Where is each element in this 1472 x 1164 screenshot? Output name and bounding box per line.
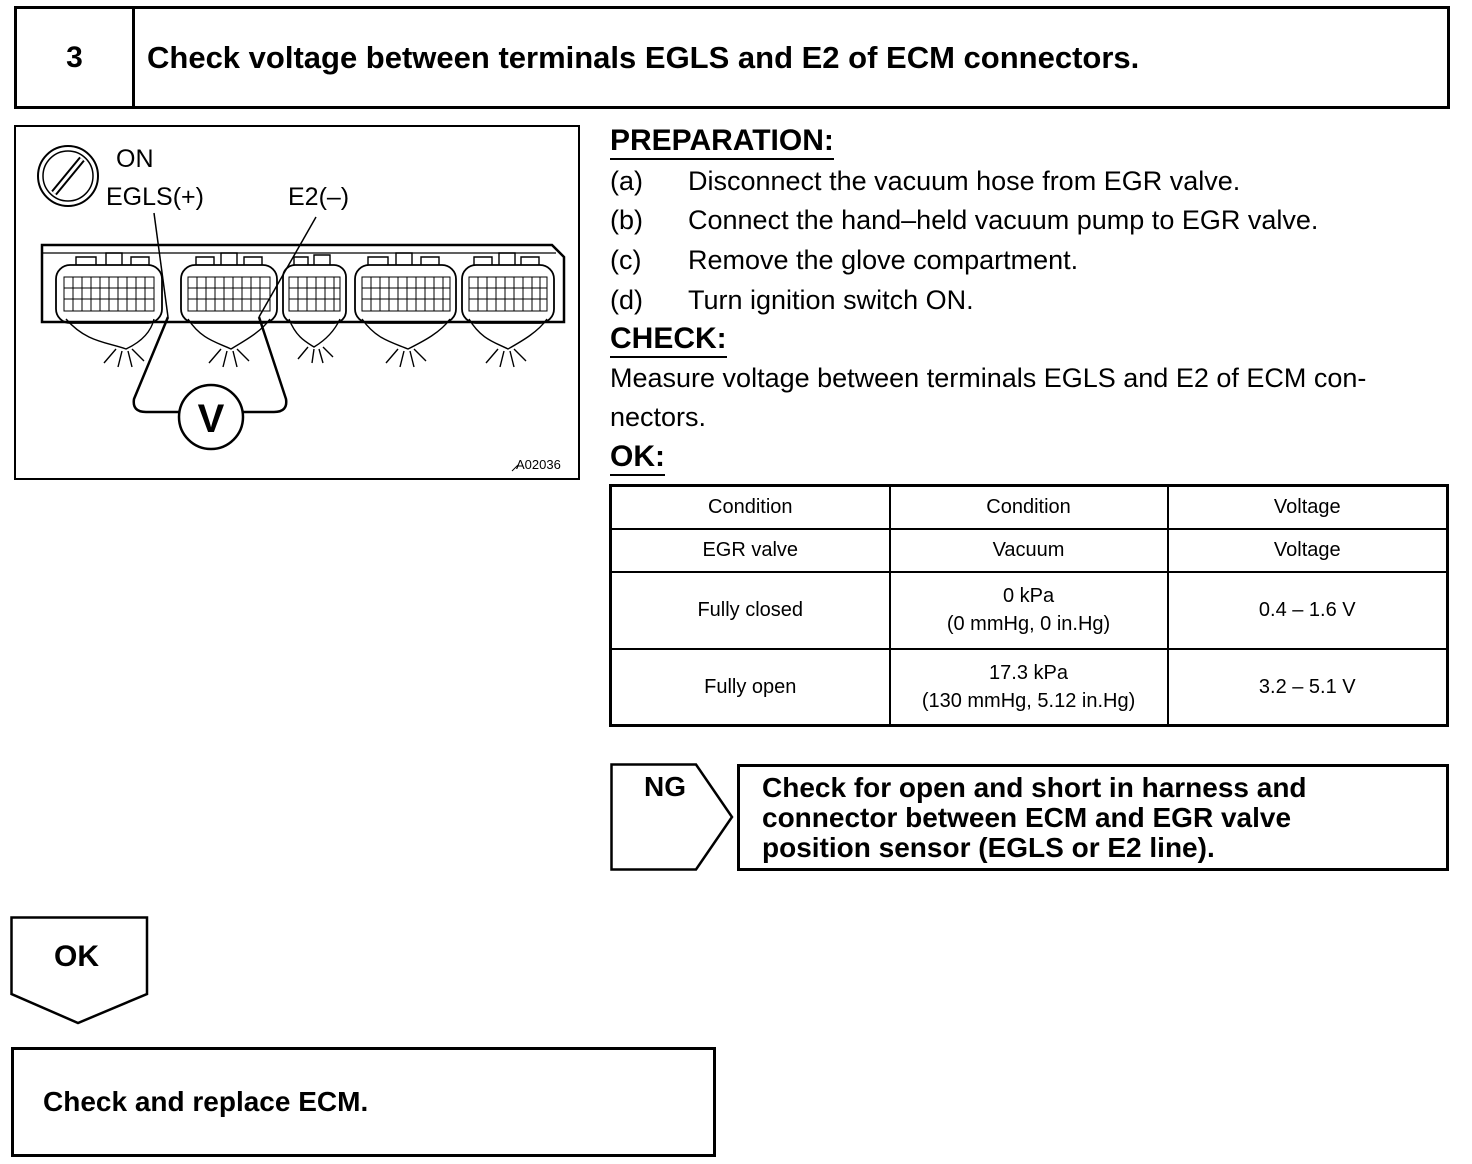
step-header: 3 Check voltage between terminals EGLS a… [14, 6, 1450, 109]
vacuum-mmhg: (130 mmHg, 5.12 in.Hg) [921, 689, 1136, 712]
ignition-key-icon [37, 145, 99, 207]
table-header-row: EGR valve Vacuum Voltage [609, 527, 1449, 573]
step-letter: (a) [610, 166, 643, 196]
ignition-state-label: ON [116, 145, 154, 173]
table-header-row: Condition Condition Voltage [609, 484, 1449, 530]
voltmeter-symbol: V [198, 397, 225, 441]
check-text-line1: Measure voltage between terminals EGLS a… [610, 363, 1367, 393]
table-header-cell: Voltage [1166, 527, 1449, 573]
step-text: Turn ignition switch ON. [688, 285, 974, 315]
figure-code: A02036 [516, 457, 561, 472]
vacuum-mmhg: (0 mmHg, 0 in.Hg) [946, 613, 1111, 635]
table-header-cell: EGR valve [609, 527, 891, 573]
ok-branch-arrow: OK [10, 916, 150, 1026]
table-cell-voltage: 3.2 – 5.1 V [1166, 647, 1449, 727]
step-text: Remove the glove compartment. [688, 245, 1079, 275]
step-letter: (b) [610, 205, 643, 235]
table-cell-valve: Fully closed [609, 570, 891, 650]
ng-result-line: connector between ECM and EGR valve [762, 802, 1292, 833]
negative-terminal-label: E2(–) [288, 183, 350, 211]
ng-result-box: Check for open and short in harness and … [737, 764, 1449, 871]
step-number: 3 [17, 9, 135, 106]
vacuum-kpa: 17.3 kPa [989, 661, 1068, 684]
ecm-connector-illustration: V [37, 145, 566, 472]
vacuum-kpa: 0 kPa [1002, 585, 1055, 607]
check-text-line2: nectors. [610, 402, 707, 432]
table-header-cell: Condition [888, 484, 1169, 530]
table-header-cell: Condition [609, 484, 891, 530]
ok-arrow-shape [10, 916, 149, 1025]
ok-spec-heading: OK: [610, 440, 665, 476]
ok-label: OK [54, 940, 99, 973]
ng-branch-arrow: NG [610, 763, 735, 871]
step-letter: (d) [610, 285, 643, 315]
step-letter: (c) [610, 245, 642, 275]
step-text: Connect the hand–held vacuum pump to EGR… [688, 205, 1319, 235]
check-heading: CHECK: [610, 322, 727, 358]
table-header-cell: Vacuum [888, 527, 1169, 573]
table-header-cell: Voltage [1166, 484, 1449, 530]
step-text: Disconnect the vacuum hose from EGR valv… [688, 166, 1241, 196]
ng-result-line: Check for open and short in harness and [762, 772, 1307, 803]
ng-arrow-shape [610, 763, 734, 871]
table-cell-vacuum: 0 kPa (0 mmHg, 0 in.Hg) [888, 570, 1169, 650]
table-cell-valve: Fully open [609, 647, 891, 727]
positive-terminal-label: EGLS(+) [106, 183, 204, 211]
table-row: Fully open 17.3 kPa (130 mmHg, 5.12 in.H… [609, 647, 1449, 727]
voltmeter-icon [177, 383, 245, 451]
ok-spec-table: Condition Condition Voltage EGR valve Va… [609, 484, 1449, 727]
table-cell-vacuum: 17.3 kPa (130 mmHg, 5.12 in.Hg) [888, 647, 1169, 727]
ecm-connector-diagram: V ON EGLS(+) E2(–) A02036 [14, 125, 580, 480]
ng-result-line: position sensor (EGLS or E2 line). [762, 832, 1215, 863]
table-row: Fully closed 0 kPa (0 mmHg, 0 in.Hg) 0.4… [609, 570, 1449, 650]
step-title: Check voltage between terminals EGLS and… [147, 39, 1140, 75]
table-cell-voltage: 0.4 – 1.6 V [1166, 570, 1449, 650]
ng-label: NG [644, 771, 686, 802]
preparation-heading: PREPARATION: [610, 124, 834, 160]
ok-result-box: Check and replace ECM. [11, 1047, 716, 1157]
